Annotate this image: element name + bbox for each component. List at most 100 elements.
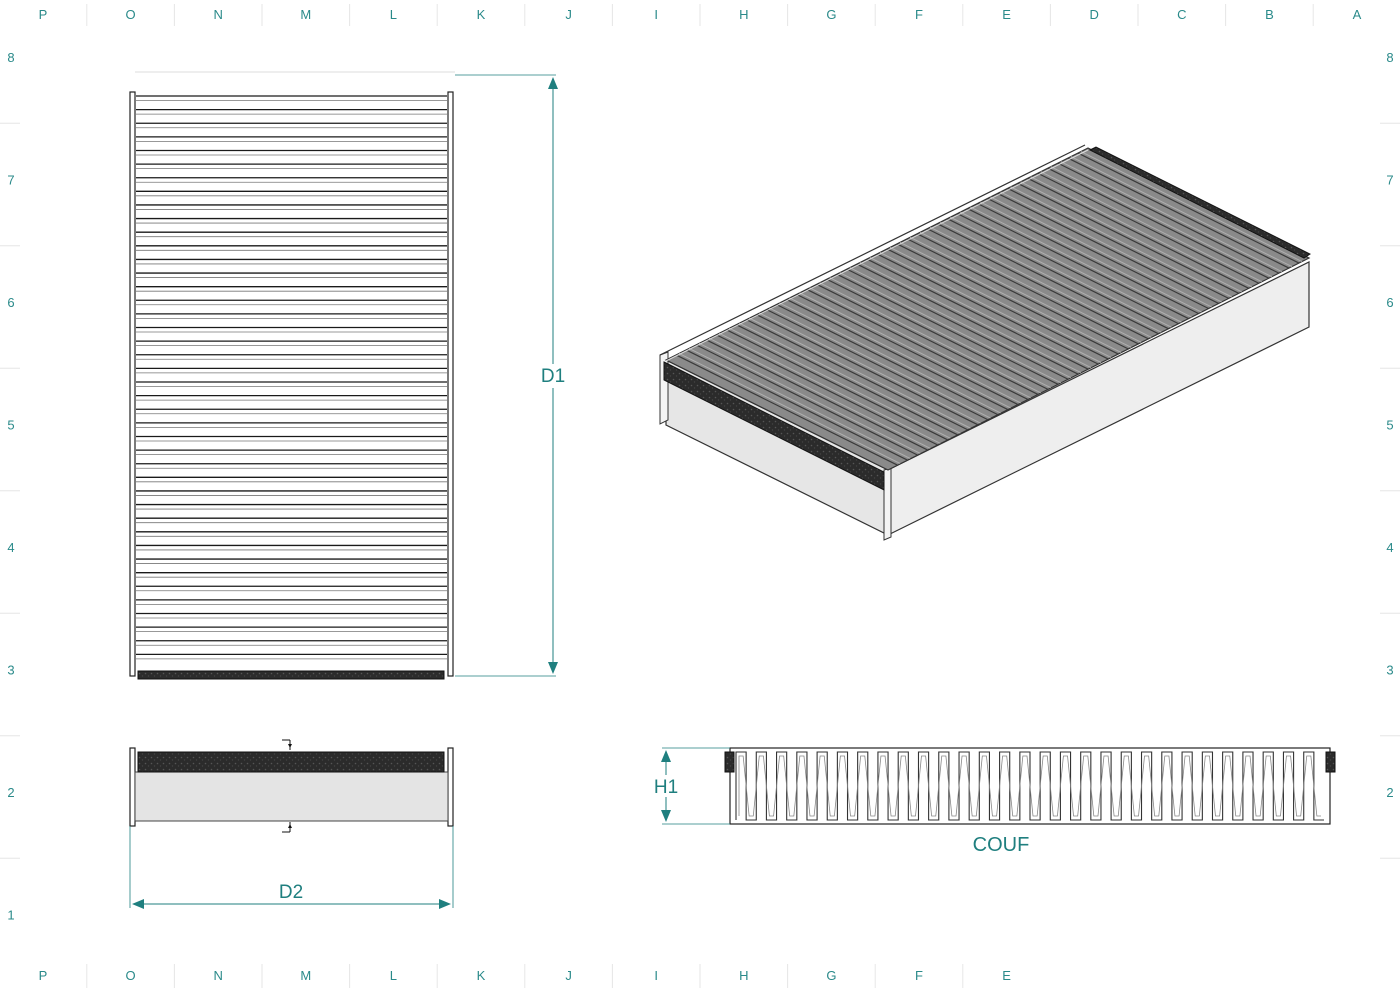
side-view-panel (134, 771, 449, 822)
iso-pleat (987, 197, 1209, 310)
column-label-bottom: N (214, 968, 223, 983)
column-label-bottom: E (1002, 968, 1011, 983)
section-view: COUF (724, 747, 1336, 856)
row-label-left: 2 (7, 785, 14, 800)
iso-pleat (846, 268, 1069, 380)
d1-label-bg (538, 364, 568, 388)
iso-pleat-highlight (809, 287, 1031, 399)
column-label-top: K (477, 7, 486, 22)
side-view-right-frame (447, 747, 454, 827)
iso-pleat (675, 354, 898, 466)
iso-pleat-highlight (960, 211, 1182, 323)
column-label-bottom: H (739, 968, 748, 983)
iso-pleat-highlight (940, 221, 1162, 333)
top-view-foam-strip (137, 670, 445, 680)
column-label-bottom: L (390, 968, 397, 983)
h1-label-bg (651, 775, 681, 797)
iso-pleat (776, 303, 998, 416)
iso-pleat-highlight (799, 292, 1021, 404)
iso-pleat-highlight (1050, 166, 1273, 278)
section-pleat-zigzag-inner (738, 755, 1321, 817)
iso-pleat-highlight (1030, 176, 1252, 288)
column-label-top: I (654, 7, 658, 22)
iso-pleat-highlight (819, 282, 1041, 394)
section-cut-marker-top (282, 739, 292, 750)
section-foam-right (1325, 751, 1336, 773)
iso-back-foam-strip (1088, 146, 1311, 259)
iso-pleat-highlight (859, 262, 1082, 374)
iso-front-frame-right (883, 467, 892, 541)
column-label-top: B (1265, 7, 1274, 22)
iso-pleat (786, 298, 1008, 410)
iso-pleat (1027, 177, 1249, 289)
iso-pleat (746, 319, 968, 431)
row-label-right: 8 (1386, 50, 1393, 65)
iso-pleat-highlight (1040, 171, 1262, 283)
iso-pleat-highlight (829, 277, 1051, 389)
iso-pleat-highlight (1010, 186, 1232, 298)
top-view-pleat-lines (136, 95, 447, 660)
dimension-h1: H1 (651, 747, 730, 825)
iso-pleat-highlight (789, 297, 1011, 409)
iso-pleat (816, 283, 1038, 395)
row-label-right: 6 (1386, 295, 1393, 310)
iso-pleat (736, 324, 958, 436)
iso-pleat-highlight (1060, 161, 1283, 273)
iso-pleat (826, 278, 1049, 390)
section-cut-marker-bottom (282, 822, 292, 833)
iso-pleat-highlight (990, 196, 1212, 308)
column-label-top: F (915, 7, 923, 22)
column-label-top: N (214, 7, 223, 22)
isometric-view (659, 144, 1311, 541)
column-label-top: O (126, 7, 136, 22)
iso-pleat-highlight (889, 247, 1112, 358)
row-label-left: 1 (7, 908, 14, 923)
iso-pleat (806, 288, 1028, 400)
iso-pleat (957, 213, 1179, 325)
iso-pleat-highlight (739, 322, 961, 434)
iso-pleat (1007, 187, 1229, 299)
iso-pleat (1057, 162, 1280, 274)
section-pleat-zigzag (735, 751, 1324, 821)
row-label-left: 6 (7, 295, 14, 310)
iso-pleat (916, 233, 1139, 345)
iso-pleat (937, 223, 1159, 335)
iso-pleat-highlight (950, 216, 1172, 328)
row-label-right: 2 (1386, 785, 1393, 800)
iso-pleat (886, 248, 1109, 360)
iso-pleat (715, 334, 938, 446)
iso-pleat (856, 263, 1079, 375)
iso-pleat (896, 243, 1119, 355)
iso-pleat (866, 258, 1089, 370)
iso-pleat-highlight (970, 206, 1192, 318)
iso-pleat (876, 253, 1099, 365)
column-label-top: L (390, 7, 397, 22)
iso-pleat-highlight (879, 252, 1102, 363)
row-label-left: 3 (7, 663, 14, 678)
iso-pleat (947, 218, 1169, 330)
frame-tick-marks (0, 4, 1400, 988)
iso-pleat-highlight (1080, 151, 1303, 262)
row-label-left: 4 (7, 540, 14, 555)
iso-pleat-highlight (759, 312, 981, 424)
iso-pleat-highlight (678, 353, 901, 464)
column-label-top: J (565, 7, 572, 22)
column-label-top: D (1090, 7, 1099, 22)
iso-pleat (726, 329, 948, 441)
h1-label: H1 (654, 777, 678, 798)
iso-pleat-highlight (849, 267, 1072, 379)
iso-pleat-highlight (839, 272, 1062, 384)
column-label-top: C (1177, 7, 1186, 22)
column-label-bottom: J (565, 968, 572, 983)
iso-pleat (997, 192, 1219, 304)
iso-pleat-highlight (1000, 191, 1222, 303)
iso-pleat-highlight (698, 342, 921, 454)
top-view-left-frame (129, 91, 136, 677)
iso-pleat (1047, 167, 1270, 279)
iso-pleat-highlight (729, 327, 951, 439)
